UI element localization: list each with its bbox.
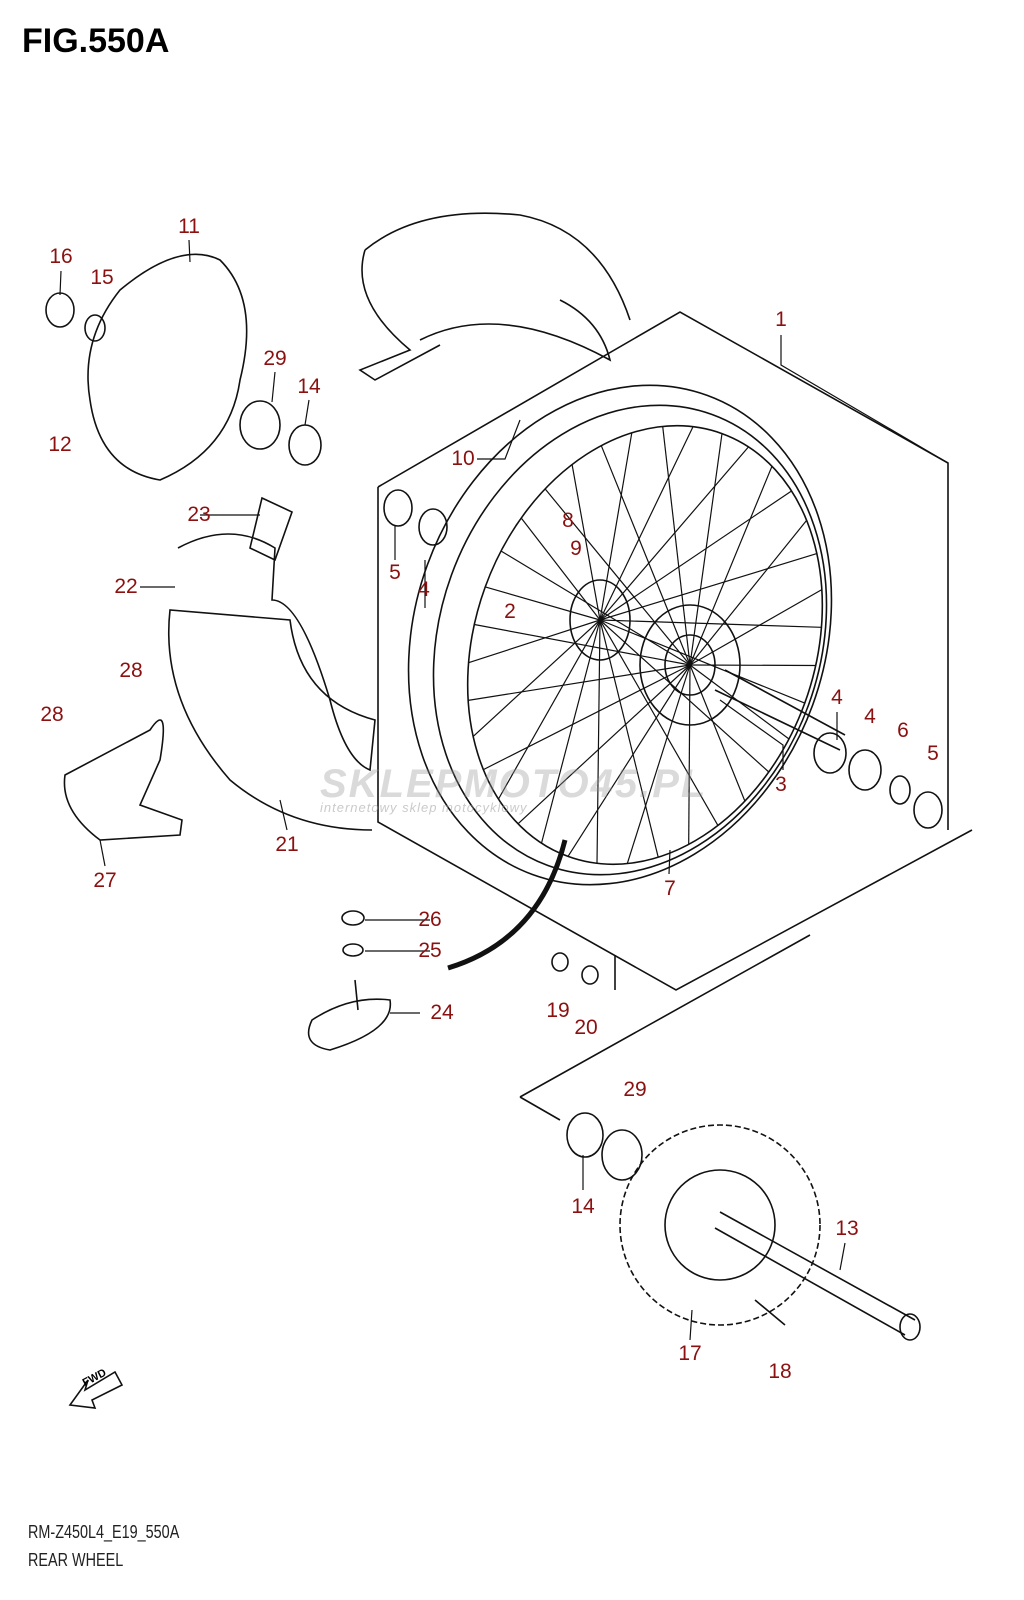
mousse-tab bbox=[249, 496, 293, 562]
callout-16[interactable]: 16 bbox=[49, 245, 73, 268]
spoke bbox=[474, 623, 691, 666]
callout-1[interactable]: 1 bbox=[775, 308, 787, 331]
callout-11[interactable]: 11 bbox=[178, 215, 200, 238]
callout-2[interactable]: 2 bbox=[504, 600, 516, 623]
disc-guard bbox=[63, 719, 183, 841]
callout-5[interactable]: 5 bbox=[927, 742, 939, 765]
spoke bbox=[599, 553, 817, 621]
callout-13[interactable]: 13 bbox=[835, 1217, 859, 1240]
figure-title: FIG.550A bbox=[22, 22, 170, 60]
spoke bbox=[599, 619, 805, 704]
spoke bbox=[567, 664, 691, 857]
callout-12[interactable]: 12 bbox=[48, 433, 72, 456]
leader-lines bbox=[59, 239, 949, 1341]
spoke bbox=[599, 490, 792, 621]
callout-9[interactable]: 9 bbox=[570, 537, 582, 560]
callout-18[interactable]: 18 bbox=[768, 1360, 792, 1383]
callout-10[interactable]: 10 bbox=[451, 447, 475, 470]
spoke bbox=[596, 619, 601, 864]
callout-15[interactable]: 15 bbox=[90, 266, 114, 289]
callout-3[interactable]: 3 bbox=[775, 773, 787, 796]
spoke bbox=[500, 550, 691, 666]
fwd-arrow-icon bbox=[68, 1370, 124, 1409]
callout-27[interactable]: 27 bbox=[93, 869, 117, 892]
sprocket bbox=[619, 1124, 821, 1326]
spoke bbox=[483, 664, 691, 771]
axle bbox=[519, 934, 921, 1341]
brake-disc bbox=[87, 253, 248, 481]
spoke bbox=[485, 586, 601, 621]
rim-strap bbox=[447, 839, 568, 971]
model-code: RM-Z450L4_E19_550A bbox=[28, 1522, 180, 1542]
spoke bbox=[688, 664, 691, 845]
watermark-tagline: internetowy sklep motocyklowy bbox=[320, 800, 528, 815]
callout-28[interactable]: 28 bbox=[119, 659, 143, 682]
callout-20[interactable]: 20 bbox=[574, 1016, 598, 1039]
callout-4[interactable]: 4 bbox=[864, 705, 876, 728]
spoke bbox=[497, 619, 601, 800]
callout-28[interactable]: 28 bbox=[40, 703, 64, 726]
spoke bbox=[468, 619, 601, 664]
spoke bbox=[689, 664, 746, 802]
spoke bbox=[599, 619, 770, 773]
callout-14[interactable]: 14 bbox=[297, 375, 321, 398]
callout-8[interactable]: 8 bbox=[562, 509, 574, 532]
callout-29[interactable]: 29 bbox=[623, 1078, 647, 1101]
callout-14[interactable]: 14 bbox=[571, 1195, 595, 1218]
tire bbox=[358, 212, 631, 381]
spoke bbox=[689, 589, 823, 666]
spoke bbox=[600, 445, 691, 666]
spoke bbox=[517, 664, 691, 825]
spokes bbox=[468, 426, 823, 864]
spoke bbox=[544, 488, 691, 666]
rim-lock bbox=[307, 979, 392, 1051]
callout-21[interactable]: 21 bbox=[275, 833, 299, 856]
callout-24[interactable]: 24 bbox=[430, 1001, 454, 1024]
spoke bbox=[689, 520, 808, 666]
callout-29[interactable]: 29 bbox=[263, 347, 287, 370]
spoke bbox=[662, 426, 691, 666]
wheel-rim bbox=[407, 384, 833, 886]
callout-22[interactable]: 22 bbox=[114, 575, 138, 598]
callout-17[interactable]: 17 bbox=[678, 1342, 702, 1365]
bearings-and-seals bbox=[45, 292, 943, 1181]
callout-7[interactable]: 7 bbox=[664, 877, 676, 900]
spoke bbox=[689, 664, 816, 667]
spoke bbox=[689, 465, 773, 666]
callout-19[interactable]: 19 bbox=[546, 999, 570, 1022]
diagram-subtitle: REAR WHEEL bbox=[28, 1550, 124, 1570]
mousse-insert bbox=[167, 533, 376, 831]
spoke bbox=[626, 664, 691, 864]
spoke bbox=[571, 464, 601, 621]
callout-25[interactable]: 25 bbox=[418, 939, 442, 962]
callout-26[interactable]: 26 bbox=[418, 908, 442, 931]
callout-5[interactable]: 5 bbox=[389, 561, 401, 584]
spoke bbox=[468, 664, 691, 701]
hub bbox=[569, 579, 846, 751]
watermark: SKLEPMOTO45.PL bbox=[320, 762, 708, 806]
spoke bbox=[599, 619, 719, 826]
spoke bbox=[599, 446, 749, 621]
spoke bbox=[472, 619, 601, 737]
spoke bbox=[540, 619, 601, 844]
callout-6[interactable]: 6 bbox=[897, 719, 909, 742]
spoke bbox=[599, 432, 633, 621]
callout-4[interactable]: 4 bbox=[831, 686, 843, 709]
spoke bbox=[599, 426, 694, 621]
spoke bbox=[599, 619, 822, 628]
callout-4[interactable]: 4 bbox=[418, 578, 430, 601]
callout-23[interactable]: 23 bbox=[187, 503, 211, 526]
spoke bbox=[599, 619, 659, 858]
assembly-frame bbox=[377, 311, 973, 991]
spoke bbox=[520, 517, 601, 621]
